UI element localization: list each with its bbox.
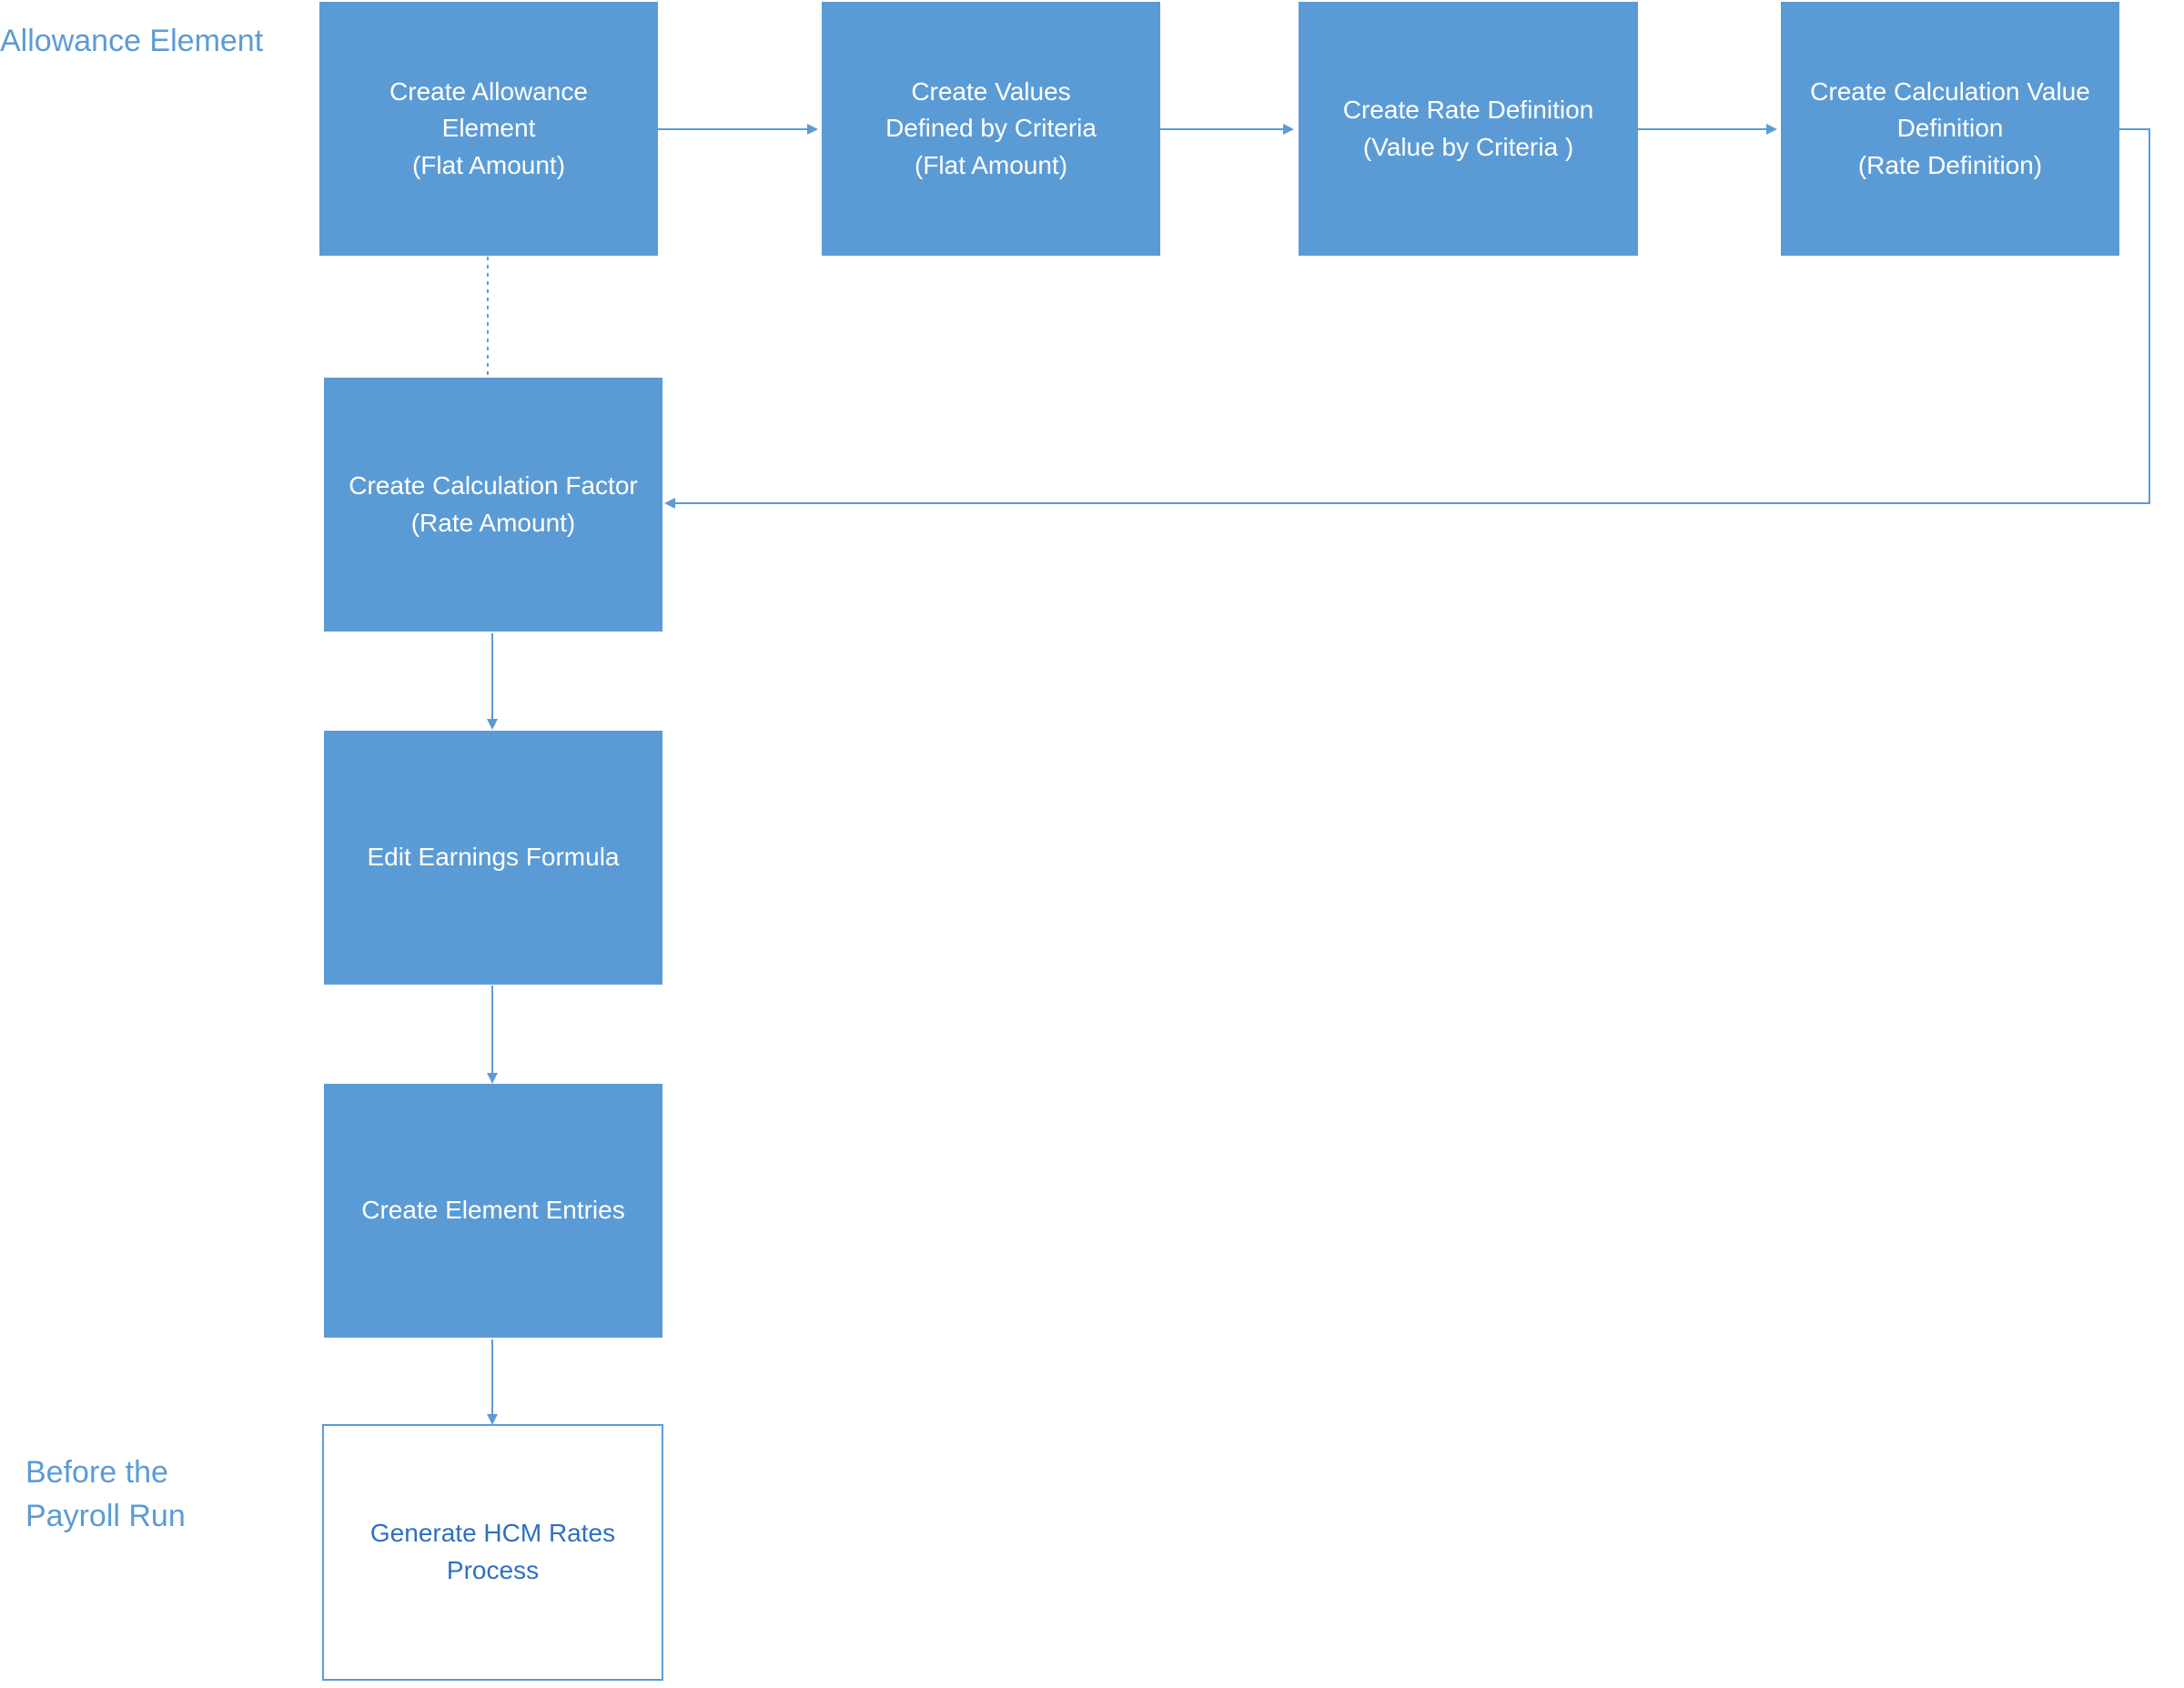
create-calculation-factor-box: Create Calculation Factor (Rate Amount) — [324, 378, 662, 632]
arrow-calc-value-to-calc-factor — [664, 128, 2150, 509]
lane-label-allowance-element: Allowance Element — [0, 24, 264, 58]
create-allowance-element-box: Create Allowance Element (Flat Amount) — [319, 2, 658, 256]
edit-earnings-formula-box: Edit Earnings Formula — [324, 731, 662, 985]
lane-label-before-payroll-run: Before the Payroll Run — [25, 1455, 186, 1533]
create-values-defined-by-criteria-box: Create Values Defined by Criteria (Flat … — [822, 2, 1160, 256]
create-rate-definition-box: Create Rate Definition (Value by Criteri… — [1299, 2, 1638, 256]
create-calculation-value-definition-box: Create Calculation Value Definition (Rat… — [1781, 2, 2119, 256]
generate-hcm-rates-process-box: Generate HCM Rates Process — [322, 1424, 663, 1681]
create-element-entries-box: Create Element Entries — [324, 1084, 662, 1338]
